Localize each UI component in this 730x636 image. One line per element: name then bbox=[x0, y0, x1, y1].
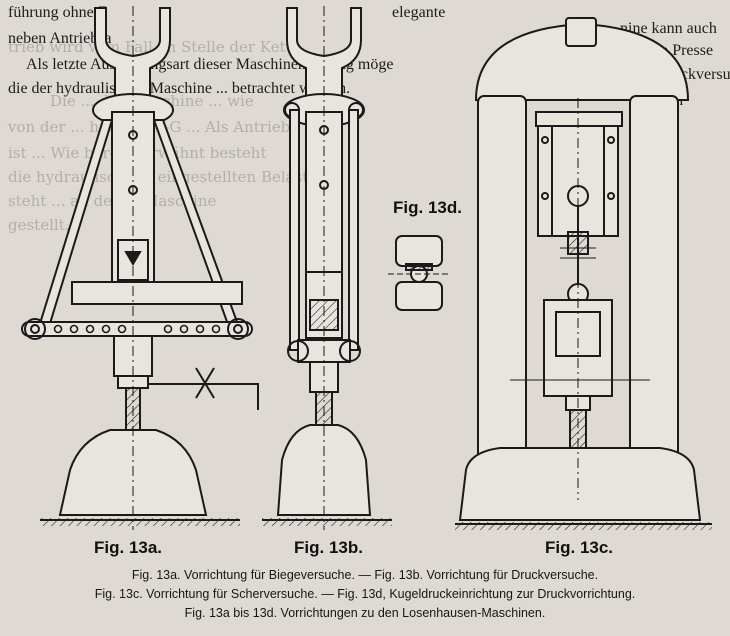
right-column-line: nine kann auch bbox=[620, 20, 717, 37]
caption-line-2: Fig. 13c. Vorrichtung für Scherversuche.… bbox=[94, 587, 636, 601]
bleed-through-line: gestellt. bbox=[8, 216, 70, 234]
body-text-line: die der hydraulischen Maschine ... betra… bbox=[8, 80, 351, 97]
figure-label-13a: Fig. 13a. bbox=[94, 538, 163, 557]
figure-13d-drawing bbox=[388, 235, 450, 311]
body-text-line: führung ohne Z bbox=[8, 4, 108, 21]
bleed-through-line: trieb wird vom Fall an Stelle der Kette bbox=[8, 38, 301, 56]
figure-13c-drawing bbox=[455, 17, 712, 530]
caption-line-3: Fig. 13a bis 13d. Vorrichtungen zu den L… bbox=[184, 606, 546, 620]
body-text-line: elegante bbox=[392, 4, 446, 21]
body-text-line: neben Antriebsa bbox=[8, 30, 112, 47]
caption-line-1: Fig. 13a. Vorrichtung für Biegeversuche.… bbox=[131, 568, 599, 582]
figure-label-13d: Fig. 13d. bbox=[393, 198, 462, 217]
figure-label-13b: Fig. 13b. bbox=[294, 538, 363, 557]
figure-label-13c: Fig. 13c. bbox=[545, 538, 614, 557]
figure-13b-drawing bbox=[262, 6, 392, 530]
figure-13a-drawing bbox=[21, 6, 259, 530]
